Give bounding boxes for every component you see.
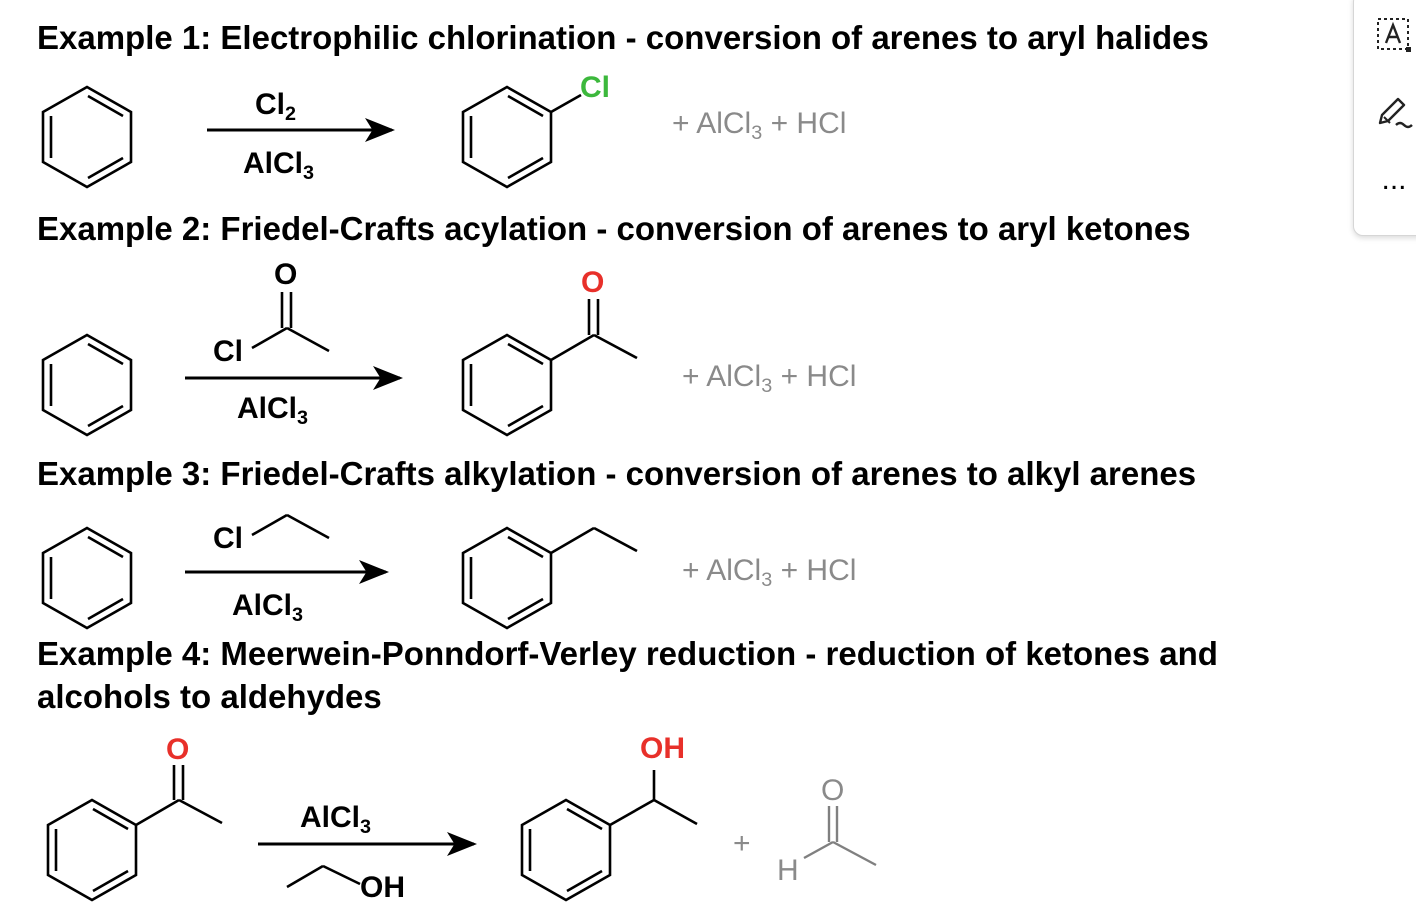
ex4-aldehyde-hydrogen: H <box>777 854 799 887</box>
ex2-acetyl-chloride <box>251 292 330 353</box>
ex4-catalyst: AlCl3 <box>300 801 372 838</box>
ex2-byproducts: + AlCl3 + HCl <box>682 360 857 397</box>
example-2-heading: Example 2: Friedel-Crafts acylation - co… <box>37 210 1191 247</box>
ex4-plus-sign: + <box>733 827 751 860</box>
ex2-benzene <box>41 333 133 437</box>
ex1-catalyst: AlCl3 <box>243 147 315 184</box>
example-3-heading: Example 3: Friedel-Crafts alkylation - c… <box>37 455 1197 492</box>
ex4-product-hydroxyl: OH <box>640 732 685 765</box>
ex2-reagent-chlorine: Cl <box>213 335 243 368</box>
ex2-product-oxygen: O <box>581 266 605 299</box>
ex3-byproducts: + AlCl3 + HCl <box>682 554 857 591</box>
ex1-byproducts: + AlCl3 + HCl <box>672 107 847 144</box>
ex2-catalyst: AlCl3 <box>237 392 309 429</box>
ex4-acetaldehyde <box>803 806 877 867</box>
floating-toolbar: ... <box>1353 0 1416 236</box>
ex3-benzene <box>41 526 133 630</box>
ex3-catalyst: AlCl3 <box>232 589 304 626</box>
ex2-acetophenone <box>461 299 638 437</box>
text-select-icon[interactable] <box>1372 13 1416 57</box>
ex4-phenylethanol <box>520 770 698 902</box>
example-4-heading-line2: alcohols to aldehydes <box>37 678 382 715</box>
ex4-reagent-hydroxyl: OH <box>360 871 405 904</box>
ex4-start-oxygen: O <box>166 733 190 766</box>
example-4-heading-line1: Example 4: Meerwein-Ponndorf-Verley redu… <box>37 635 1218 672</box>
ex1-reagent-chlorine: Cl2 <box>255 88 297 125</box>
ex1-product-ring <box>461 85 582 189</box>
ex1-benzene <box>41 85 133 189</box>
ex4-ethanol <box>286 864 361 889</box>
ex2-reagent-oxygen: O <box>274 258 298 291</box>
ex4-aldehyde-oxygen: O <box>821 774 845 807</box>
example-1-heading: Example 1: Electrophilic chlorination - … <box>37 19 1209 56</box>
ex4-acetophenone <box>46 765 223 902</box>
ex3-ethylbenzene <box>461 526 638 630</box>
ex3-chloroethane <box>251 513 330 540</box>
ex1-product-chlorine: Cl <box>580 71 610 104</box>
ex3-reagent-chlorine: Cl <box>213 522 243 555</box>
pen-icon[interactable] <box>1372 91 1416 135</box>
more-icon[interactable]: ... <box>1381 163 1407 196</box>
